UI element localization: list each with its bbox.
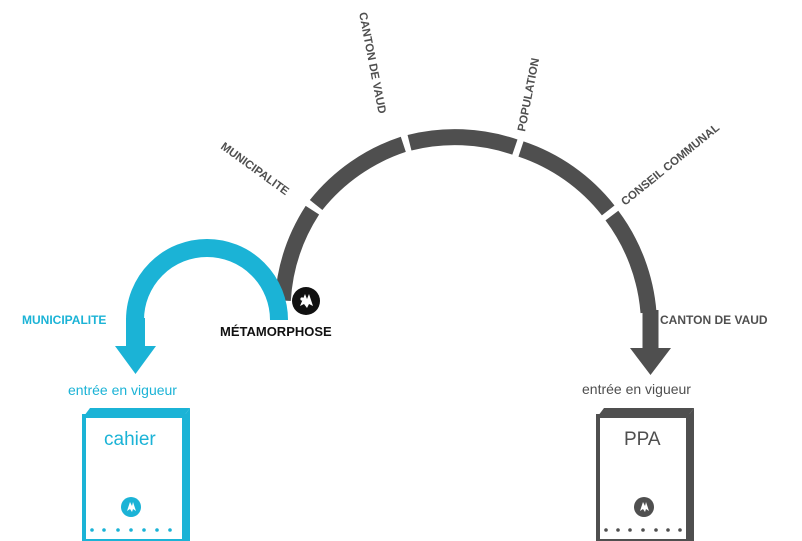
- approval-arc: [274, 129, 657, 314]
- stage-label-population: POPULATION: [516, 57, 542, 132]
- cahier-dots: [90, 528, 172, 532]
- left-entry-label: entrée en vigueur: [68, 382, 177, 398]
- metamorphose-label: MÉTAMORPHOSE: [220, 324, 332, 339]
- arc-segment-canton: [309, 136, 406, 211]
- right-entry-label: entrée en vigueur: [582, 381, 691, 397]
- metamorphose-logo-icon: [292, 287, 320, 315]
- arc-segment-conseil: [518, 141, 615, 216]
- stage-label-conseil-communal: CONSEIL COMMUNAL: [619, 122, 722, 208]
- cahier-logo-icon: [121, 497, 141, 517]
- ppa-dots: [604, 528, 682, 532]
- stage-label-canton-de-vaud: CANTON DE VAUD: [356, 11, 387, 114]
- arc-segment-population: [407, 129, 518, 155]
- cahier-document: cahier: [82, 408, 190, 541]
- right-arrow-head: [630, 348, 671, 375]
- arc-segment-canton-final: [605, 210, 657, 314]
- right-branch-label: CANTON DE VAUD: [660, 313, 768, 327]
- right-arrow-stem: [642, 310, 659, 350]
- arc-segment-municipalite: [274, 205, 320, 302]
- cyan-arc: [126, 239, 288, 321]
- left-arrow-head: [115, 346, 156, 374]
- cahier-title: cahier: [104, 429, 156, 450]
- stage-label-municipalite: MUNICIPALITE: [218, 141, 291, 198]
- ppa-title: PPA: [624, 429, 661, 450]
- ppa-logo-icon: [634, 497, 654, 517]
- ppa-document: PPA: [596, 408, 694, 541]
- left-branch-label: MUNICIPALITE: [22, 313, 106, 327]
- left-arrow-stem: [126, 318, 145, 348]
